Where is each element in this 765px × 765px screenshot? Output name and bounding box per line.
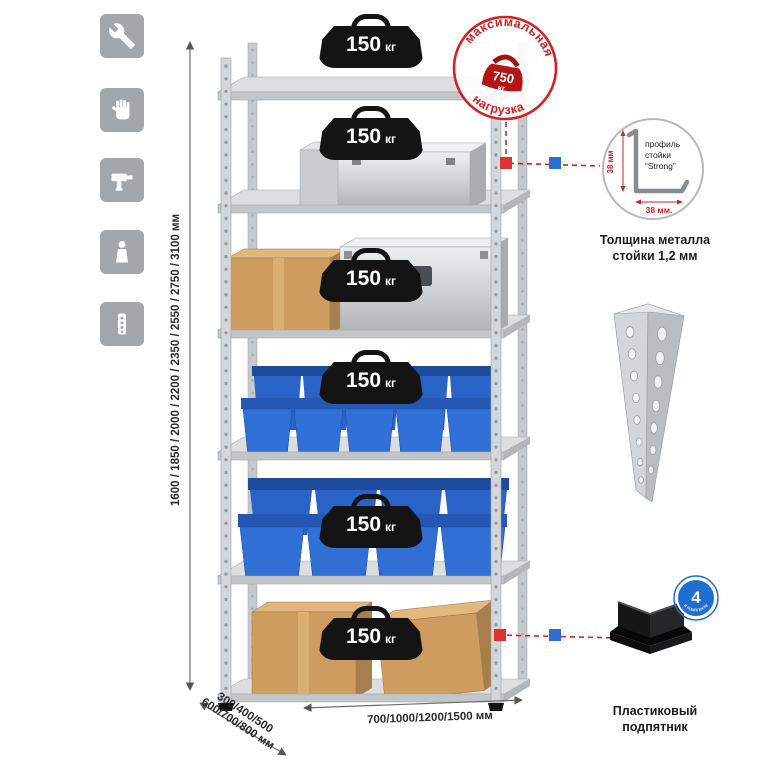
load-unit: кг <box>385 40 397 54</box>
feature-icon-post <box>100 302 144 346</box>
profile-caption-line2: стойки 1,2 мм <box>612 249 698 263</box>
load-value: 150 <box>345 125 382 148</box>
profile-caption: Толщина металла стойки 1,2 мм <box>580 232 730 264</box>
feature-icon-drill <box>100 158 144 202</box>
profile-cross-section <box>626 128 690 194</box>
post-holes-left <box>625 326 644 484</box>
angle-post-image <box>613 303 685 503</box>
stamp-unit: кг <box>497 83 506 93</box>
load-unit: кг <box>385 132 397 146</box>
foot-caption: Пластиковый подпятник <box>580 703 730 735</box>
weight-handle <box>351 106 391 129</box>
foot-caption-line1: Пластиковый <box>612 704 698 718</box>
profile-label-3: “Strong” <box>645 161 676 171</box>
red-marker-top <box>500 157 512 169</box>
load-unit: кг <box>385 376 397 390</box>
person-icon <box>116 240 128 263</box>
perforated-post-icon <box>117 313 127 335</box>
large-bins-front-row <box>238 514 507 581</box>
feature-icon-gloves <box>100 88 144 132</box>
callout-connectors <box>494 122 619 641</box>
plastic-foot-image <box>610 601 692 654</box>
profile-label-2: стойки <box>645 150 671 160</box>
weight-handle <box>351 606 391 629</box>
profile-dim-horizontal: 38 мм. <box>646 205 673 215</box>
height-dimension-label: 1600 / 1850 / 2000 / 2200 / 2350 / 2550 … <box>170 214 182 506</box>
gloves-icon <box>112 99 130 120</box>
aluminium-case <box>337 142 487 210</box>
dimension-lines <box>185 41 523 756</box>
profile-label-1: профиль <box>645 139 681 149</box>
weight-handle <box>351 494 391 517</box>
quantity-badge: 4 в комплекте <box>673 575 719 621</box>
load-unit: кг <box>385 632 397 646</box>
svg-text:в комплекте: в комплекте <box>682 603 710 614</box>
drill-icon <box>111 173 133 191</box>
foot-caption-line2: подпятник <box>622 720 688 734</box>
load-value: 150 <box>345 625 382 648</box>
blue-marker-top <box>549 157 561 169</box>
feature-icon-person <box>100 230 144 274</box>
profile-detail-circle: 38 мм 38 мм. профиль стойки “Strong” <box>602 118 704 220</box>
max-load-stamp: максимальная нагрузка 750 кг <box>452 7 562 121</box>
blue-marker-bottom <box>549 629 561 641</box>
post-holes-right <box>648 326 667 475</box>
load-value: 150 <box>345 513 382 536</box>
profile-dim-vertical: 38 мм <box>606 150 615 173</box>
load-value: 150 <box>345 267 382 290</box>
red-marker-bottom <box>494 629 506 641</box>
stamp-value: 750 <box>491 68 515 87</box>
load-value: 150 <box>345 33 382 56</box>
stamp-weight-body <box>481 63 523 92</box>
wrench-icon <box>109 23 135 49</box>
feature-icon-assembly <box>100 14 144 58</box>
weight-handle <box>351 14 391 37</box>
load-value: 150 <box>345 369 382 392</box>
load-unit: кг <box>385 274 397 288</box>
weight-handle <box>351 248 391 271</box>
stamp-weight-handle <box>492 54 520 68</box>
load-unit: кг <box>385 520 397 534</box>
badge-value: 4 <box>691 588 701 607</box>
weight-handle <box>351 350 391 373</box>
badge-text: в комплекте <box>682 603 710 614</box>
profile-caption-line1: Толщина металла <box>599 233 711 247</box>
